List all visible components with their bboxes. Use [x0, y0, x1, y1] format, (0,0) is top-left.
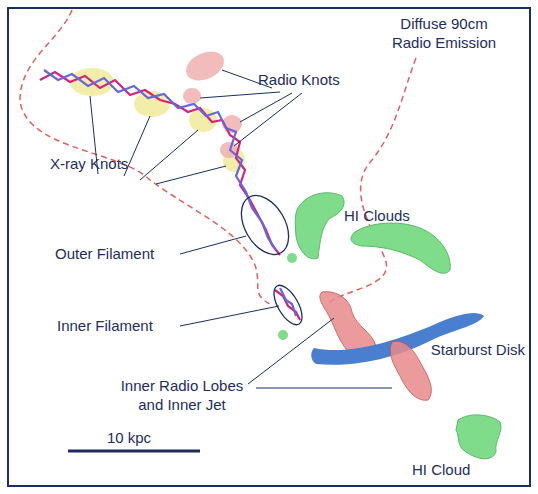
frame	[8, 8, 530, 486]
feature-label: Inner Filament	[57, 316, 187, 335]
feature-label: HI Cloud	[412, 460, 502, 479]
radio-knot	[183, 88, 201, 104]
x-ray-filament-strand	[44, 70, 276, 250]
hi-cloud	[295, 193, 344, 259]
hi-cloud	[456, 415, 501, 459]
hi-clump	[287, 253, 297, 263]
inner-radio-lobe	[390, 341, 431, 400]
x-ray-filament-strand	[280, 288, 296, 316]
hi-clump	[278, 330, 288, 340]
filament-outline	[268, 281, 307, 329]
leader-lines	[90, 70, 392, 388]
feature-label: Starburst Disk	[430, 340, 525, 359]
hi-cloud	[351, 223, 450, 273]
scale-bar	[68, 450, 200, 453]
feature-label: Inner Radio Lobes and Inner Jet	[112, 376, 252, 414]
diffuse-emission-outline	[330, 58, 416, 302]
filament-outline	[232, 187, 299, 262]
feature-label: Outer Filament	[55, 244, 185, 263]
diffuse-emission-outline	[20, 10, 272, 305]
radio-knot	[181, 46, 228, 86]
feature-label: HI Clouds	[344, 206, 444, 225]
feature-label: Radio Knots	[258, 70, 378, 89]
feature-label: Diffuse 90cm Radio Emission	[385, 14, 503, 52]
feature-label: X-ray Knots	[50, 154, 160, 173]
scale-label: 10 kpc	[94, 428, 164, 447]
